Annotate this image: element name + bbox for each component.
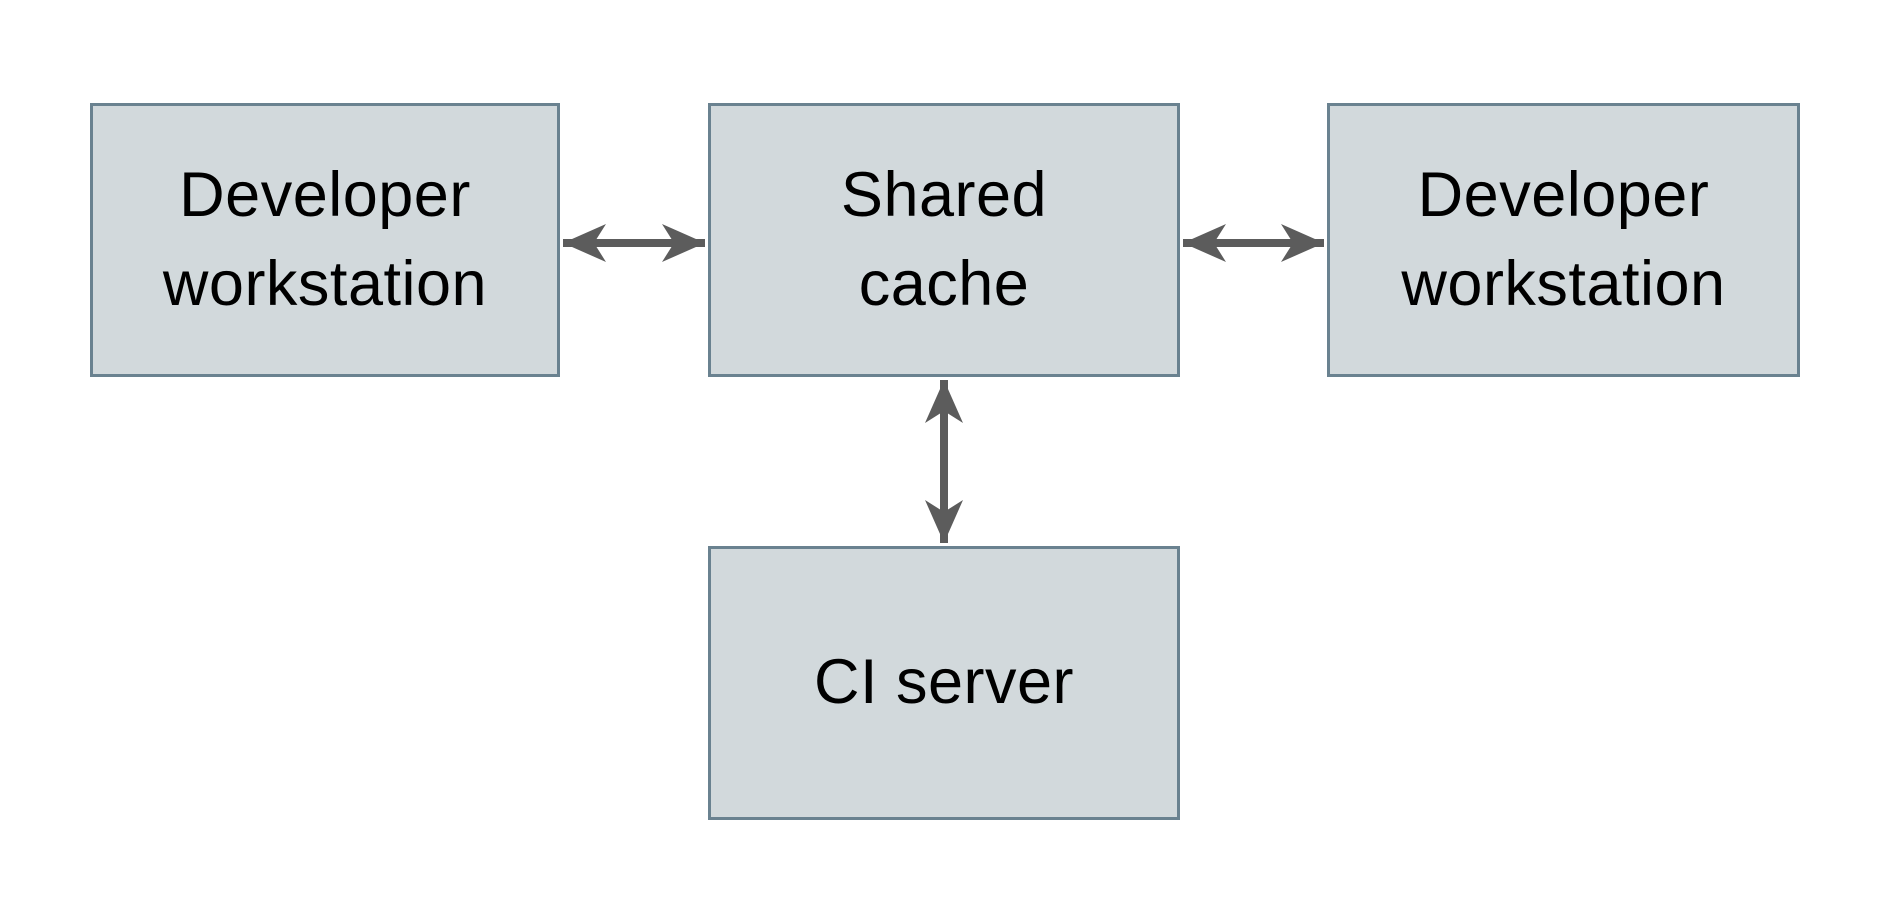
node-developer-workstation-right: Developer workstation — [1327, 103, 1800, 377]
node-developer-workstation-left: Developer workstation — [90, 103, 560, 377]
node-label-ci-server: CI server — [813, 647, 1075, 718]
node-label-developer-workstation-right: Developer workstation — [1401, 159, 1726, 319]
node-label-developer-workstation-left: Developer workstation — [162, 159, 488, 319]
node-ci-server: CI server — [708, 546, 1180, 820]
node-label-shared-cache: Shared cache — [840, 159, 1048, 319]
node-shared-cache: Shared cache — [708, 103, 1180, 377]
